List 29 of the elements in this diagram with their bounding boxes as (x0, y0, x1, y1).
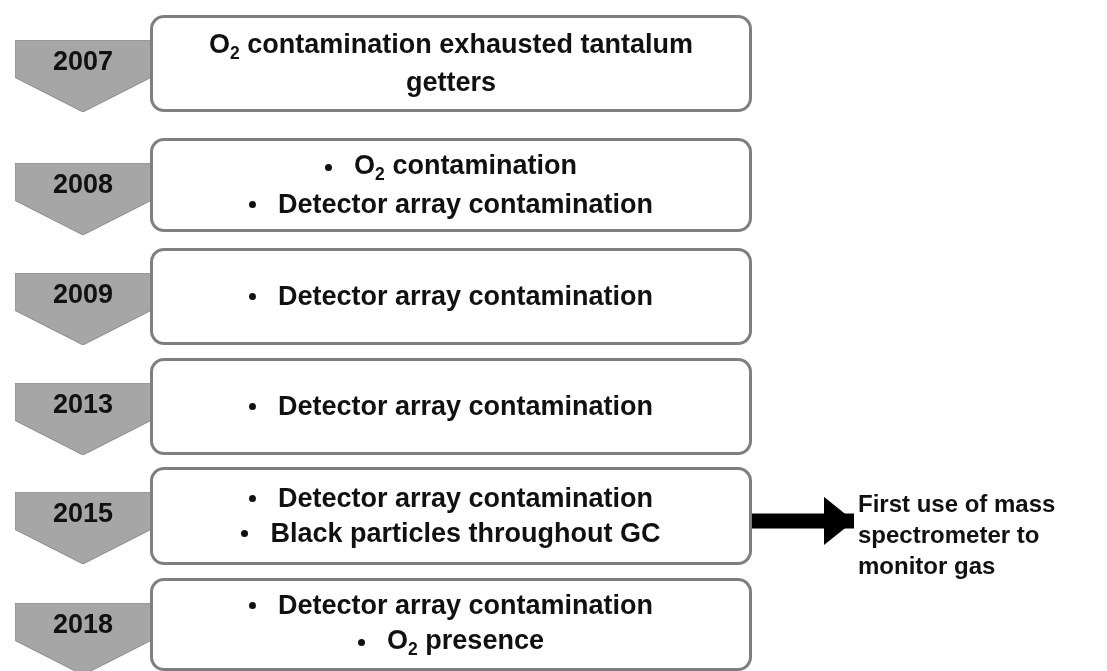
event-text: O$_{2}$ contamination (354, 149, 577, 187)
event-box (150, 358, 752, 455)
event-text: Detector array contamination (277, 588, 654, 622)
event-box (150, 467, 752, 565)
event-text: O$_{2}$ presence (387, 623, 544, 662)
year-label: 2015 (51, 498, 115, 529)
event-text: Detector array contamination (277, 187, 654, 221)
event-text: Detector array contamination (277, 389, 654, 423)
event-text: Detector array contamination (277, 279, 654, 313)
year-label: 2013 (51, 389, 115, 420)
event-box (150, 248, 752, 345)
event-text: Detector array contamination (277, 481, 654, 515)
event-box (150, 15, 752, 112)
year-label: 2008 (51, 169, 115, 200)
year-chevron (15, 40, 151, 112)
event-box (150, 138, 752, 232)
arrow (752, 496, 854, 545)
year-chevron (15, 492, 151, 564)
year-chevron (15, 163, 151, 235)
year-label: 2009 (51, 279, 115, 310)
note-text: First use of mass spectrometer to monitor gas (858, 489, 1057, 582)
event-text: O$_{2}$ contamination exhausted tantalum getters (208, 27, 694, 100)
event-box (150, 578, 752, 671)
year-chevron (15, 383, 151, 455)
year-label: 2007 (51, 46, 115, 77)
year-chevron (15, 273, 151, 345)
event-text: Black particles throughout GC (270, 517, 661, 550)
year-chevron (15, 603, 151, 671)
year-label: 2018 (51, 609, 115, 640)
